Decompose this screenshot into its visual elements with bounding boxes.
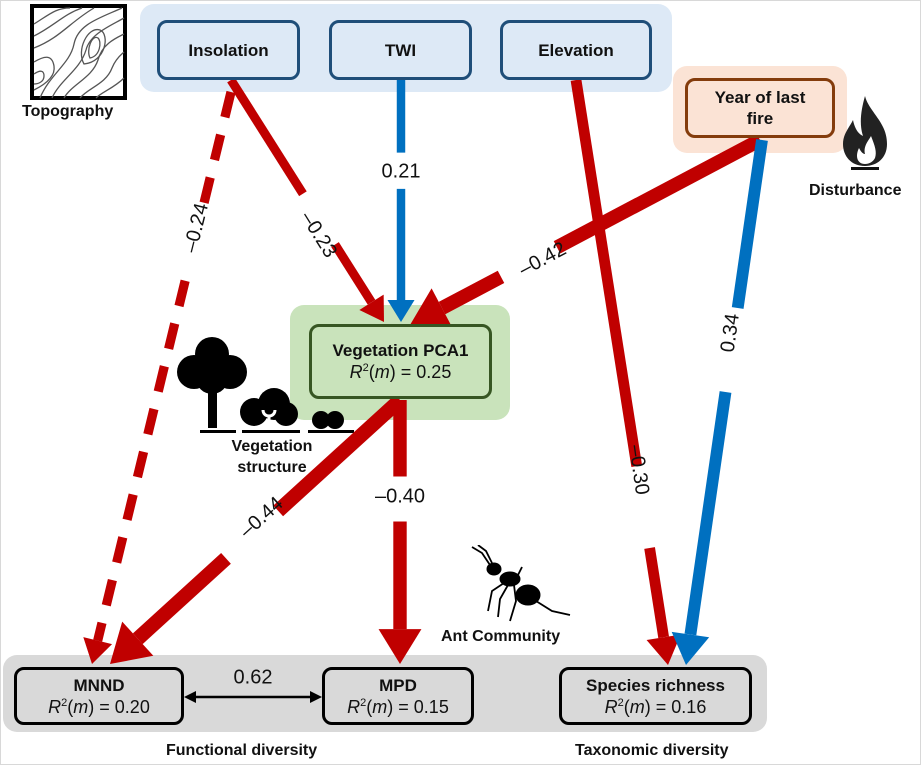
- edge-veg_pca-to-mnnd-segment: [273, 394, 405, 517]
- edge-insolation-to-veg_pca-segment: [331, 242, 376, 305]
- node-elevation[interactable]: Elevation: [500, 20, 652, 80]
- node-title: MPD: [379, 675, 417, 695]
- trees-icon: [177, 337, 354, 433]
- edge-insolation-to-mnnd-arrowhead: [83, 637, 113, 664]
- ant-icon: [471, 545, 571, 622]
- node-mnnd[interactable]: MNND R2(m) = 0.20: [14, 667, 184, 725]
- node-title: Elevation: [538, 40, 614, 60]
- edge-mnnd-to-mpd-head-end: [310, 691, 322, 703]
- topography-label: Topography: [22, 103, 114, 120]
- edge-coefficient-label: 0.34: [717, 312, 744, 354]
- edge-fire-to-richness-arrowhead: [671, 631, 710, 665]
- edge-coefficient-label: –0.23: [296, 208, 341, 262]
- node-twi[interactable]: TWI: [329, 20, 472, 80]
- node-title: TWI: [384, 40, 417, 60]
- edge-coefficient-label: –0.42: [515, 238, 570, 281]
- edge-insolation-to-veg_pca-segment: [227, 77, 307, 197]
- edge-insolation-to-mnnd-segment: [93, 279, 190, 642]
- node-r2: R2(m) = 0.20: [48, 696, 150, 717]
- disturbance-label: Disturbance: [809, 182, 902, 199]
- node-title: Species richness: [586, 675, 725, 695]
- edge-coefficient-label: –0.24: [180, 201, 213, 255]
- functional-diversity-label: Functional diversity: [166, 742, 318, 759]
- node-year-of-last-fire[interactable]: Year of last fire: [685, 78, 835, 138]
- edge-veg_pca-to-mnnd-arrowhead: [110, 621, 154, 664]
- taxonomic-diversity-label: Taxonomic diversity: [575, 742, 729, 759]
- edge-coefficient-label: 0.62: [234, 666, 273, 688]
- node-r2: R2(m) = 0.25: [349, 362, 452, 382]
- edge-mnnd-to-mpd-head-start: [184, 691, 196, 703]
- edge-insolation-to-veg_pca-arrowhead: [359, 294, 384, 322]
- node-title: Vegetation PCA1: [332, 341, 469, 360]
- edge-fire-to-veg_pca-arrowhead: [410, 288, 453, 328]
- node-vegetation-pca1[interactable]: Vegetation PCA1 R2(m) = 0.25: [309, 324, 492, 399]
- edge-elevation-to-richness-segment: [644, 547, 669, 639]
- edge-veg_pca-to-mnnd-segment: [132, 553, 231, 645]
- node-insolation[interactable]: Insolation: [157, 20, 300, 80]
- vegetation-structure-text: Vegetation structure: [231, 438, 313, 476]
- node-species-richness[interactable]: Species richness R2(m) = 0.16: [559, 667, 752, 725]
- fire-icon: [843, 96, 887, 170]
- topography-map-icon: [30, 4, 127, 100]
- edge-fire-to-veg_pca-segment: [438, 270, 505, 315]
- edge-twi-to-veg_pca-arrowhead: [387, 300, 415, 322]
- node-title: Year of last fire: [714, 88, 806, 128]
- edge-insolation-to-mnnd-segment: [198, 90, 236, 208]
- node-title: MNND: [73, 675, 125, 695]
- edge-elevation-to-richness-arrowhead: [646, 634, 681, 665]
- vegetation-structure-label: Vegetation structure: [222, 436, 322, 478]
- edge-fire-to-richness-segment: [684, 391, 732, 636]
- edge-coefficient-label: –0.30: [624, 444, 653, 497]
- node-title: Insolation: [188, 40, 269, 60]
- edge-elevation-to-richness-segment: [570, 79, 643, 467]
- ant-community-label: Ant Community: [441, 628, 561, 645]
- node-r2: R2(m) = 0.16: [604, 696, 707, 717]
- edge-coefficient-label: –0.40: [375, 485, 425, 507]
- edge-fire-to-richness-segment: [731, 139, 768, 309]
- node-r2: R2(m) = 0.15: [347, 696, 449, 717]
- node-mpd[interactable]: MPD R2(m) = 0.15: [322, 667, 474, 725]
- edge-coefficient-label: 0.21: [382, 160, 421, 182]
- edge-fire-to-veg_pca-segment: [553, 133, 764, 254]
- edge-veg_pca-to-mpd-arrowhead: [378, 629, 422, 664]
